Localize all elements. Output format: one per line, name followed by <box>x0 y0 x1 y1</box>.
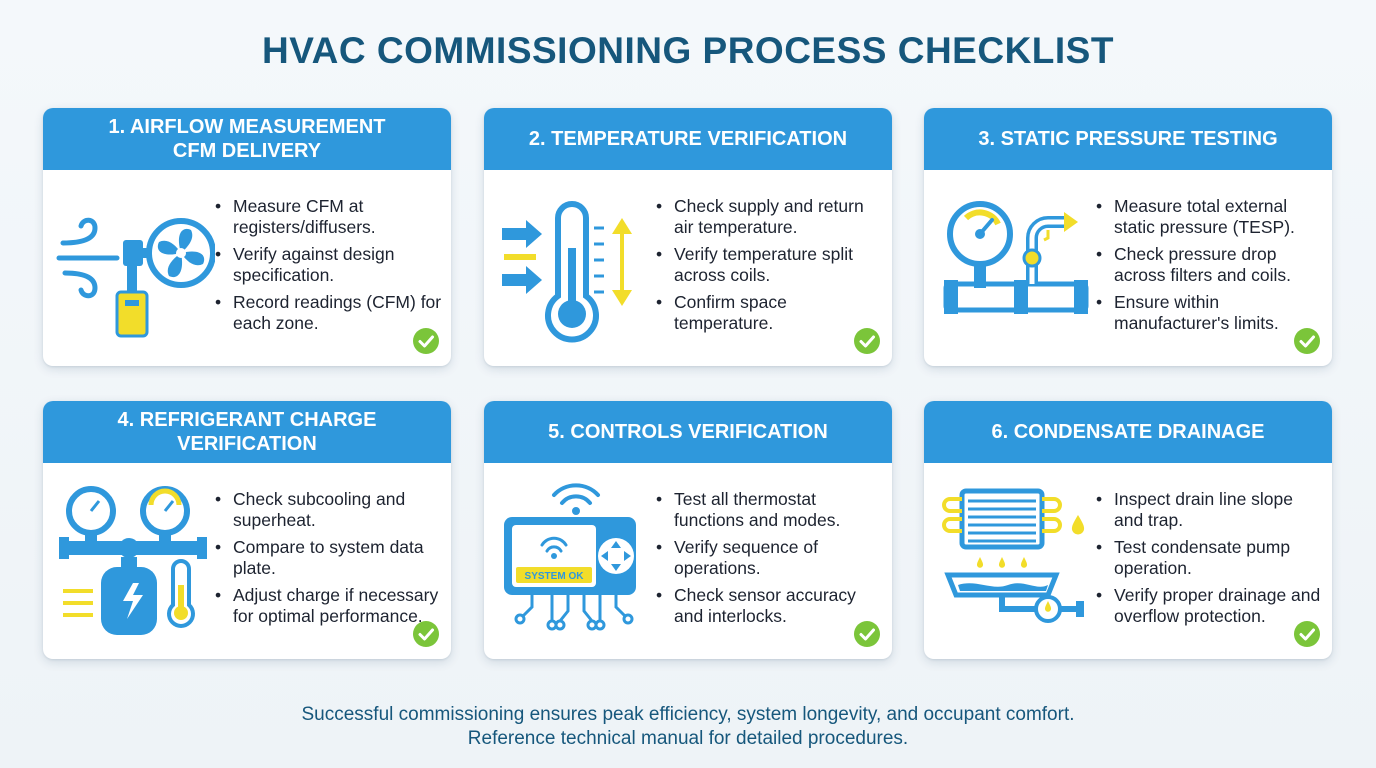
list-item: Verify sequence of operations. <box>656 537 886 579</box>
checkmark-icon <box>1294 621 1320 647</box>
thermostat-controller-icon: SYSTEM OK <box>496 481 656 641</box>
card-temperature: 2. TEMPERATURE VERIFICATION <box>484 108 892 366</box>
bullet-list: Measure total external static pressure (… <box>1096 196 1326 340</box>
list-item: Adjust charge if necessary for optimal p… <box>215 585 445 627</box>
card-header: 4. REFRIGERANT CHARGE VERIFICATION <box>43 401 451 463</box>
bullet-list: Check supply and return air temperature.… <box>656 196 886 340</box>
card-airflow: 1. AIRFLOW MEASUREMENT CFM DELIVERY <box>43 108 451 366</box>
checkmark-icon <box>413 328 439 354</box>
bullet-list: Check subcooling and superheat. Compare … <box>215 489 445 633</box>
footer-note: Successful commissioning ensures peak ef… <box>0 703 1376 751</box>
list-item: Compare to system data plate. <box>215 537 445 579</box>
card-controls: 5. CONTROLS VERIFICATION SYSTEM OK <box>484 401 892 659</box>
checkmark-icon <box>854 621 880 647</box>
list-item: Verify temperature split across coils. <box>656 244 886 286</box>
pressure-gauge-icon <box>936 188 1096 348</box>
list-item: Verify proper drainage and overflow prot… <box>1096 585 1326 627</box>
list-item: Record readings (CFM) for each zone. <box>215 292 445 334</box>
list-item: Check sensor accuracy and interlocks. <box>656 585 886 627</box>
list-item: Check subcooling and superheat. <box>215 489 445 531</box>
card-header: 3. STATIC PRESSURE TESTING <box>924 108 1332 170</box>
refrigerant-gauges-icon <box>55 481 215 641</box>
list-item: Test all thermostat functions and modes. <box>656 489 886 531</box>
checkmark-icon <box>854 328 880 354</box>
list-item: Measure CFM at registers/diffusers. <box>215 196 445 238</box>
footer-line: Reference technical manual for detailed … <box>467 728 909 749</box>
bullet-list: Measure CFM at registers/diffusers. Veri… <box>215 196 445 340</box>
list-item: Check supply and return air temperature. <box>656 196 886 238</box>
card-condensate: 6. CONDENSATE DRAINAGE <box>924 401 1332 659</box>
card-refrigerant: 4. REFRIGERANT CHARGE VERIFICATION <box>43 401 451 659</box>
card-header: 5. CONTROLS VERIFICATION <box>484 401 892 463</box>
card-static-pressure: 3. STATIC PRESSURE TESTING Measure total… <box>924 108 1332 366</box>
checkmark-icon <box>413 621 439 647</box>
checkmark-icon <box>1294 328 1320 354</box>
list-item: Test condensate pump operation. <box>1096 537 1326 579</box>
system-ok-label: SYSTEM OK <box>525 571 585 582</box>
list-item: Measure total external static pressure (… <box>1096 196 1326 238</box>
list-item: Ensure within manufacturer's limits. <box>1096 292 1326 334</box>
page-title: HVAC COMMISSIONING PROCESS CHECKLIST <box>262 30 1114 71</box>
fan-airflow-icon <box>55 188 216 348</box>
list-item: Verify against design specification. <box>215 244 445 286</box>
card-header: 6. CONDENSATE DRAINAGE <box>924 401 1332 463</box>
thermometer-icon <box>496 188 656 348</box>
list-item: Inspect drain line slope and trap. <box>1096 489 1326 531</box>
card-header: 2. TEMPERATURE VERIFICATION <box>484 108 892 170</box>
footer-line: Successful commissioning ensures peak ef… <box>301 704 1075 725</box>
list-item: Check pressure drop across filters and c… <box>1096 244 1326 286</box>
condensate-drain-icon <box>936 481 1096 641</box>
bullet-list: Test all thermostat functions and modes.… <box>656 489 886 633</box>
bullet-list: Inspect drain line slope and trap. Test … <box>1096 489 1326 633</box>
list-item: Confirm space temperature. <box>656 292 886 334</box>
card-header: 1. AIRFLOW MEASUREMENT CFM DELIVERY <box>43 108 451 170</box>
